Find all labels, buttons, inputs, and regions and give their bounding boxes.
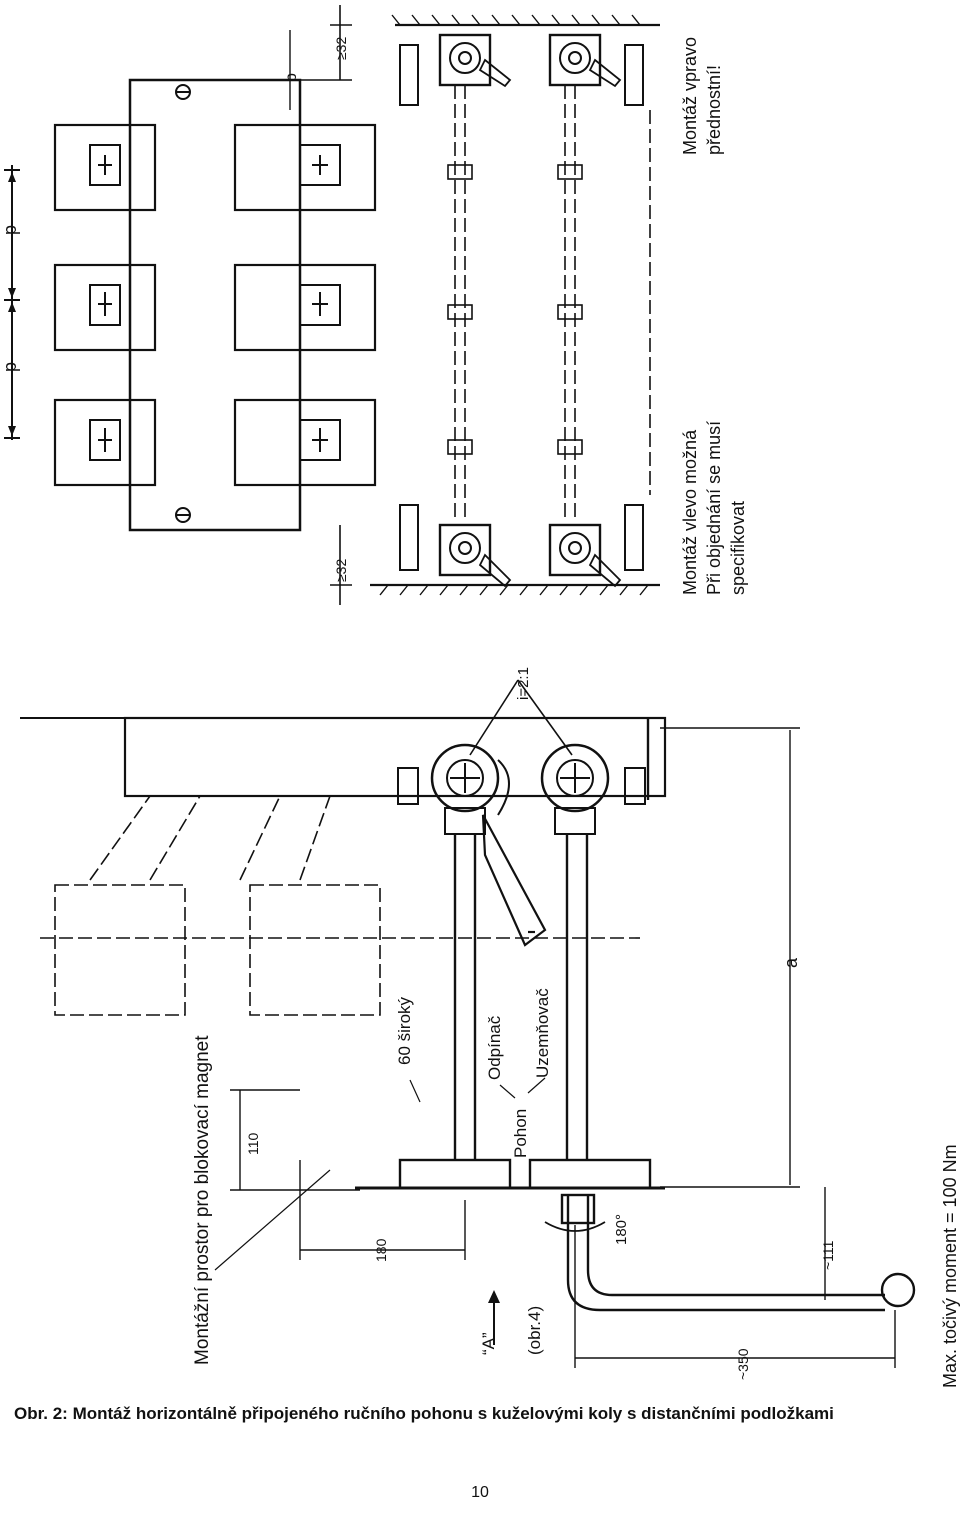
- pitch-label: p: [0, 225, 20, 235]
- figure-ref-label: (obr.4): [525, 1306, 544, 1355]
- note-left: Montáž vlevo možná Při objednání se musí…: [680, 416, 748, 595]
- dim-a-label: a: [781, 957, 801, 968]
- bevel-gearbox: [548, 504, 644, 588]
- mounting-base: [355, 1158, 665, 1190]
- rotation-label: 180°: [613, 1214, 630, 1245]
- clearance-dimension: ≥32: [330, 525, 352, 605]
- view-label: “A”: [479, 1332, 498, 1355]
- insulator-support: [40, 795, 640, 1016]
- dim-350: ~350: [574, 1225, 896, 1380]
- note-right: Montáž vpravo přednostní!: [680, 32, 724, 155]
- leader-lines: [214, 1077, 546, 1271]
- pitch-label: p: [0, 362, 20, 372]
- bevel-gearbox: [548, 33, 644, 106]
- dim-110-label: 110: [245, 1132, 261, 1155]
- ratio-callout: i=2:1: [469, 667, 573, 756]
- vertical-shafts: [453, 834, 589, 1160]
- dim-110: 110: [230, 1089, 360, 1191]
- wall-hatch: [379, 14, 649, 596]
- pitch-dimension: p p: [0, 165, 20, 440]
- torque-note: Max. točivý moment = 100 Nm: [940, 1144, 960, 1388]
- dim-111: ~111: [820, 1187, 836, 1300]
- clearance-label: ≥32: [333, 559, 349, 582]
- bevel-gearbox: [399, 33, 512, 106]
- width-label: 60 široký: [395, 996, 414, 1065]
- gear-head-disconnector: [397, 743, 510, 835]
- shaft-couplings: [447, 164, 583, 455]
- dim-111-label: ~111: [820, 1240, 836, 1270]
- disconnector-label: Odpínač: [485, 1015, 504, 1080]
- pole-block: [53, 123, 377, 212]
- pole-block: [53, 398, 377, 487]
- view-arrow: [488, 1290, 500, 1345]
- frame: [123, 716, 667, 798]
- earthing-label: Uzemňovač: [533, 988, 552, 1078]
- crank-handle: [544, 1193, 916, 1312]
- clearance-dimension: ≥32 b: [283, 5, 352, 110]
- magnet-space-label: Montážní prostor pro blokovací magnet: [192, 1035, 213, 1365]
- page-number: 10: [471, 1484, 489, 1501]
- figure-caption: Obr. 2: Montáž horizontálně připojeného …: [14, 1404, 834, 1423]
- gear-head-earthing: [540, 743, 646, 835]
- clearance-label: ≥32: [333, 37, 349, 60]
- dim-180-label: 180: [373, 1238, 389, 1262]
- drive-label: Pohon: [511, 1109, 530, 1158]
- gap-label: b: [283, 73, 300, 82]
- technical-drawing: p p: [0, 5, 960, 1388]
- dim-a: a: [660, 727, 801, 1188]
- drive-shafts: [454, 85, 651, 520]
- dim-350-label: ~350: [735, 1348, 751, 1380]
- bevel-gearbox: [399, 504, 512, 588]
- dim-180: 180: [299, 1160, 466, 1262]
- side-view: i=2:1: [20, 667, 960, 1388]
- pole-block: [53, 263, 377, 352]
- top-view: p p: [0, 5, 748, 605]
- ratio-label: i=2:1: [515, 667, 532, 700]
- drive-lever: [481, 814, 547, 947]
